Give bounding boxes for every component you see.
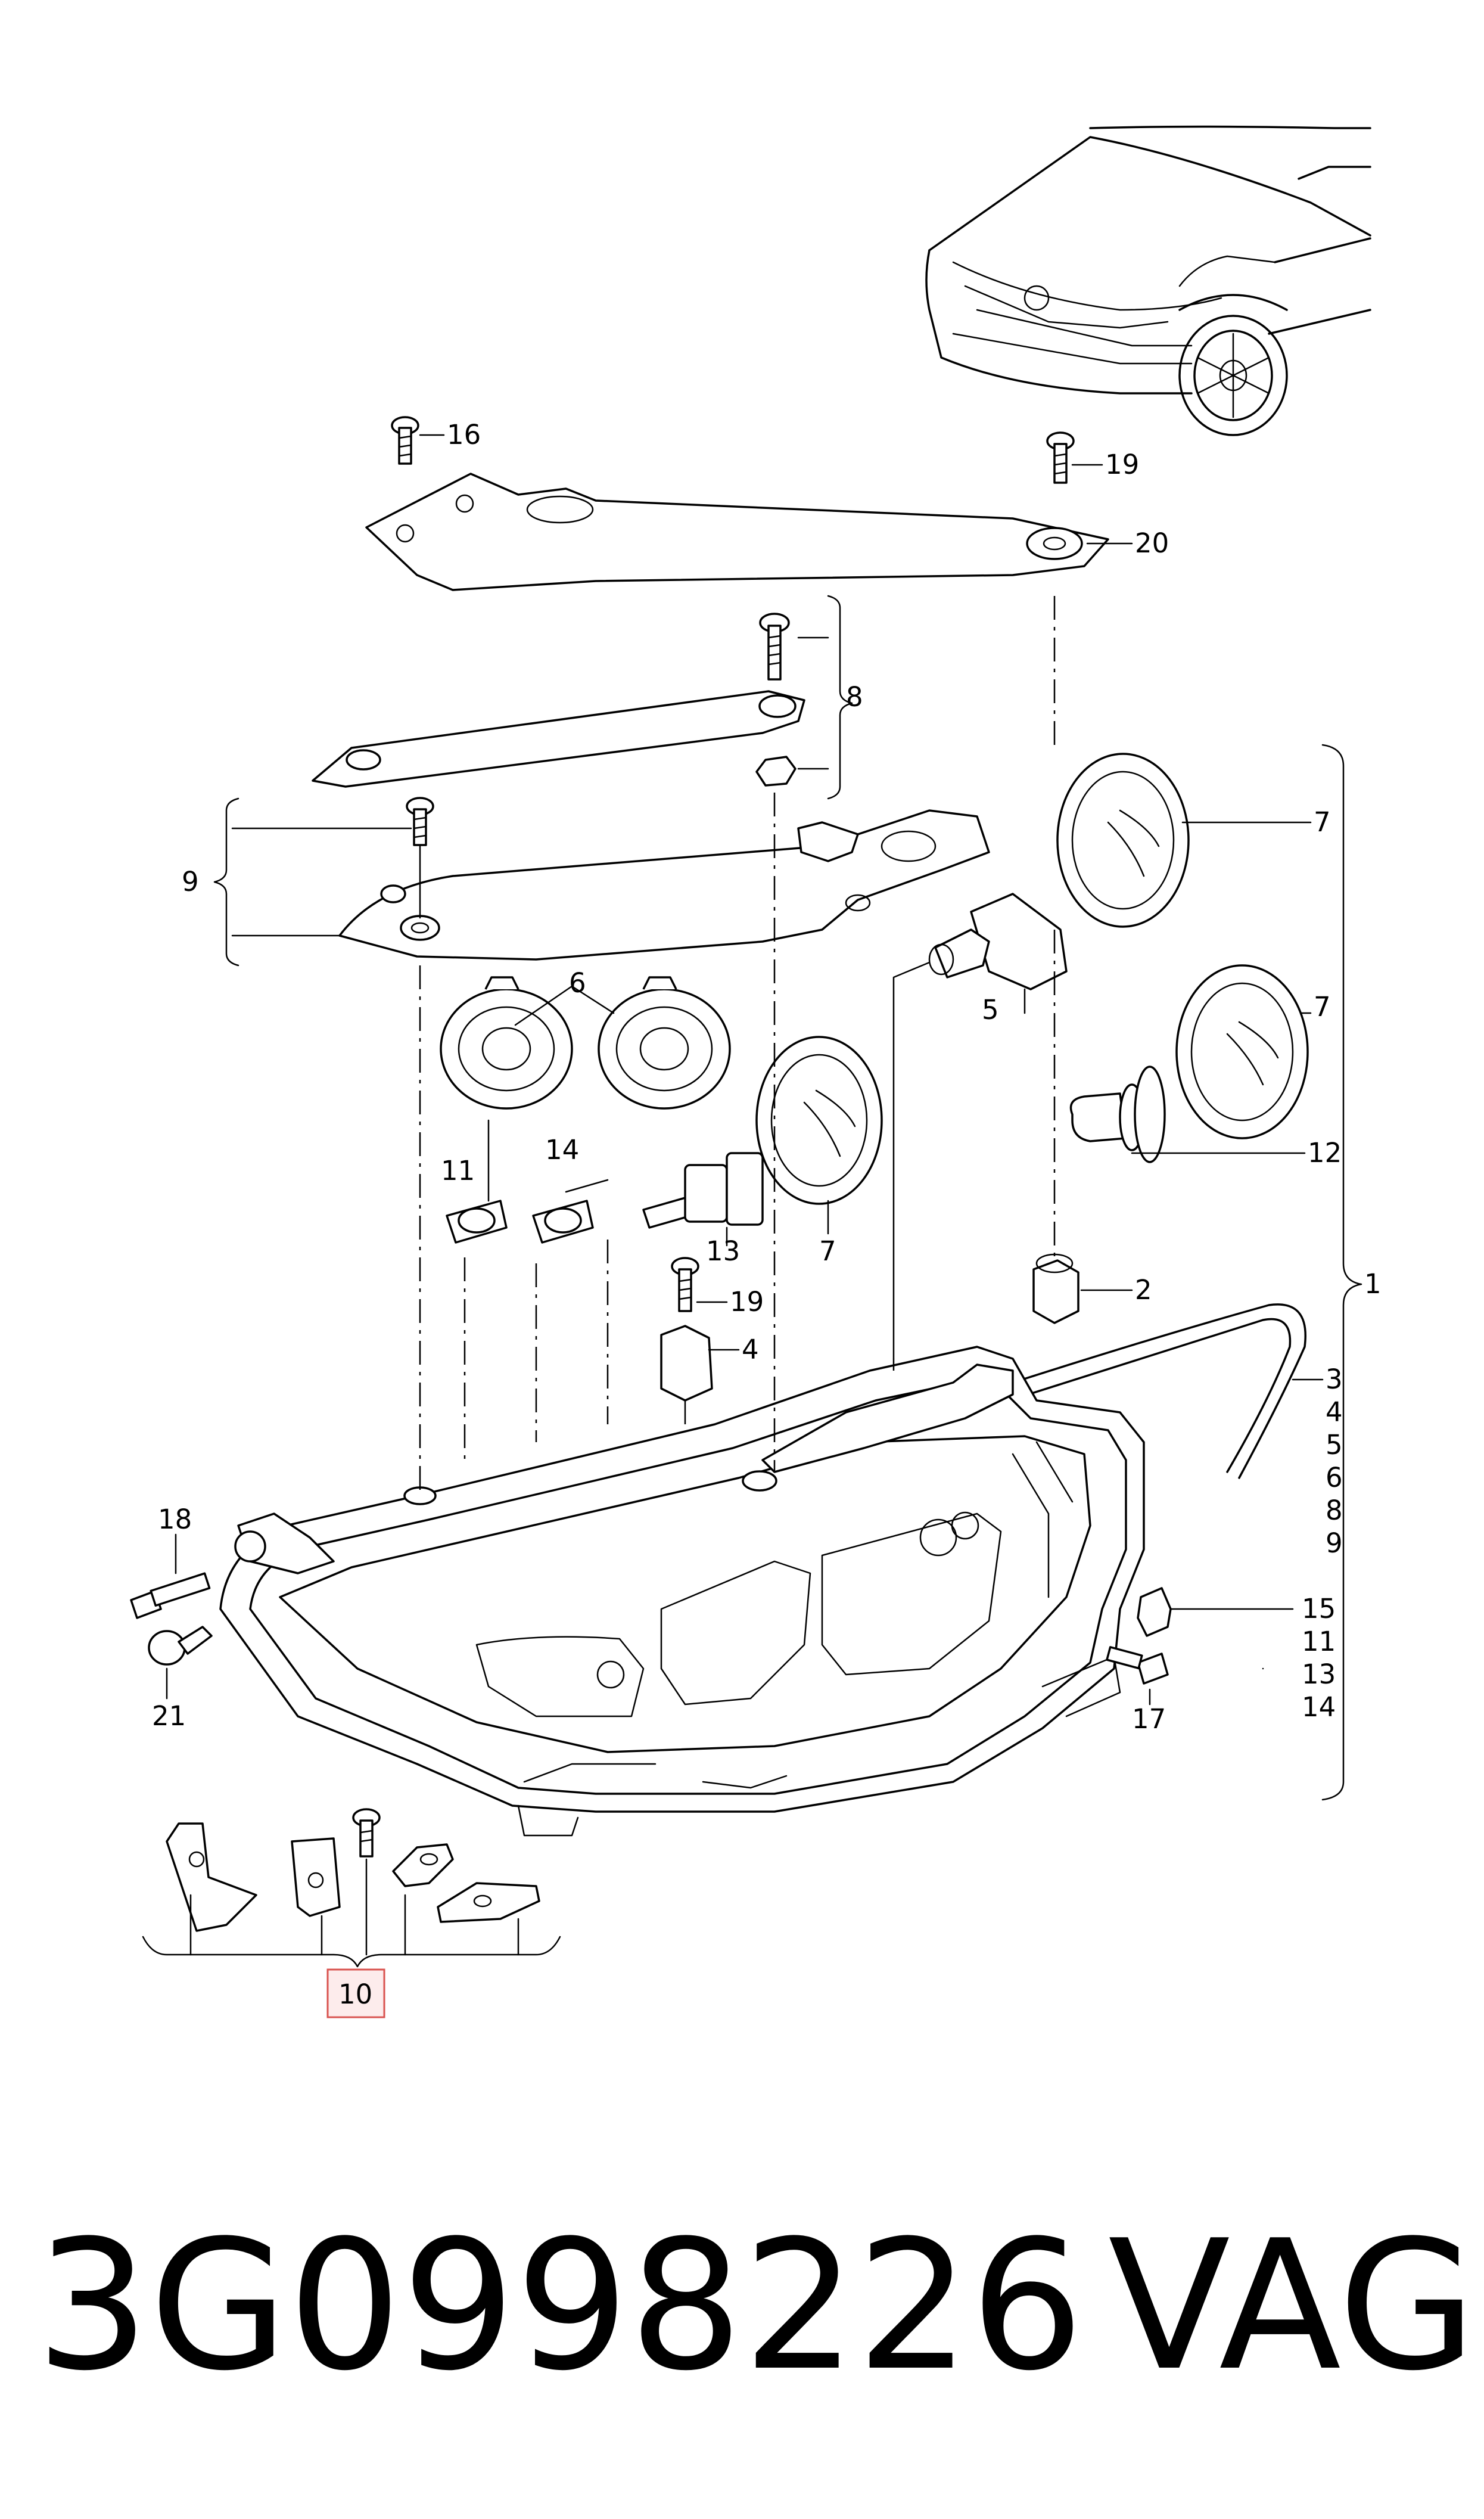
screw-16 <box>391 416 445 465</box>
highlight-box-10 <box>326 1968 385 2018</box>
screw-18 <box>130 1533 211 1619</box>
label-7-top: 7 <box>1314 806 1331 838</box>
label-18: 18 <box>158 1504 192 1535</box>
bracket-strip-8 <box>312 595 853 800</box>
label-10: 10 <box>338 1978 372 2010</box>
label-5: 5 <box>982 994 999 1026</box>
label-15: 15 <box>1302 1593 1336 1625</box>
manufacturer-label: VAG <box>1108 2202 1477 2410</box>
screw-17 <box>1106 1646 1169 1706</box>
bulb-12 <box>1069 1066 1306 1163</box>
part-number: 3G0998226 <box>36 2202 1084 2410</box>
label-5-list: 5 <box>1326 1429 1343 1461</box>
label-4: 4 <box>742 1334 759 1365</box>
label-2: 2 <box>1135 1274 1152 1306</box>
label-7-right: 7 <box>1314 991 1331 1023</box>
headlight-housing <box>219 1346 1145 1837</box>
dust-cap-6-left <box>440 976 573 1110</box>
label-11: 11 <box>441 1155 475 1186</box>
part-labels: 16 19 20 8 9 7 6 5 7 12 11 14 13 7 1 19 … <box>152 419 1382 2010</box>
label-8: 8 <box>846 681 863 713</box>
label-12: 12 <box>1308 1137 1342 1169</box>
dust-cap-7-right <box>1175 964 1312 1139</box>
label-14: 14 <box>545 1134 579 1166</box>
label-17: 17 <box>1132 1703 1166 1735</box>
dust-cap-7-top <box>1056 753 1312 928</box>
label-13: 13 <box>706 1235 740 1267</box>
actuator-5 <box>892 893 1068 1360</box>
clip-21 <box>148 1626 213 1700</box>
label-19-top: 19 <box>1105 449 1139 480</box>
clip-4 <box>660 1325 740 1402</box>
label-16: 16 <box>447 419 481 451</box>
bulb-13 <box>642 1152 764 1247</box>
label-3: 3 <box>1326 1363 1343 1395</box>
assembly-lines <box>419 596 1056 1490</box>
screw-19-mid <box>671 1257 728 1312</box>
base-cover-9 <box>213 797 990 967</box>
bracket-set-10 <box>142 1808 561 1968</box>
label-6-list: 6 <box>1326 1462 1343 1493</box>
label-20: 20 <box>1135 527 1169 559</box>
screw-19-top <box>1046 431 1103 484</box>
clip-2 <box>1032 1253 1133 1324</box>
car-illustration <box>925 125 1371 436</box>
label-9: 9 <box>182 866 199 897</box>
dust-cap-6-right <box>598 976 731 1110</box>
dust-cap-7-center <box>755 1036 883 1235</box>
label-4-list: 4 <box>1326 1396 1343 1428</box>
bulb-14 <box>532 1179 609 1244</box>
clip-15 <box>1137 1587 1294 1637</box>
label-9-list: 9 <box>1326 1527 1343 1559</box>
label-21: 21 <box>152 1700 186 1732</box>
label-6: 6 <box>569 967 586 999</box>
bulb-11 <box>446 1119 508 1244</box>
label-11-list: 11 <box>1302 1626 1336 1657</box>
label-1: 1 <box>1364 1268 1382 1300</box>
label-14-list: 14 <box>1302 1691 1336 1723</box>
label-13-list: 13 <box>1302 1658 1336 1690</box>
seal-3 <box>1012 1303 1324 1479</box>
label-8-list: 8 <box>1326 1495 1343 1526</box>
top-cover-plate <box>365 473 1109 591</box>
label-7-center: 7 <box>819 1235 836 1267</box>
label-19-mid: 19 <box>730 1286 764 1318</box>
